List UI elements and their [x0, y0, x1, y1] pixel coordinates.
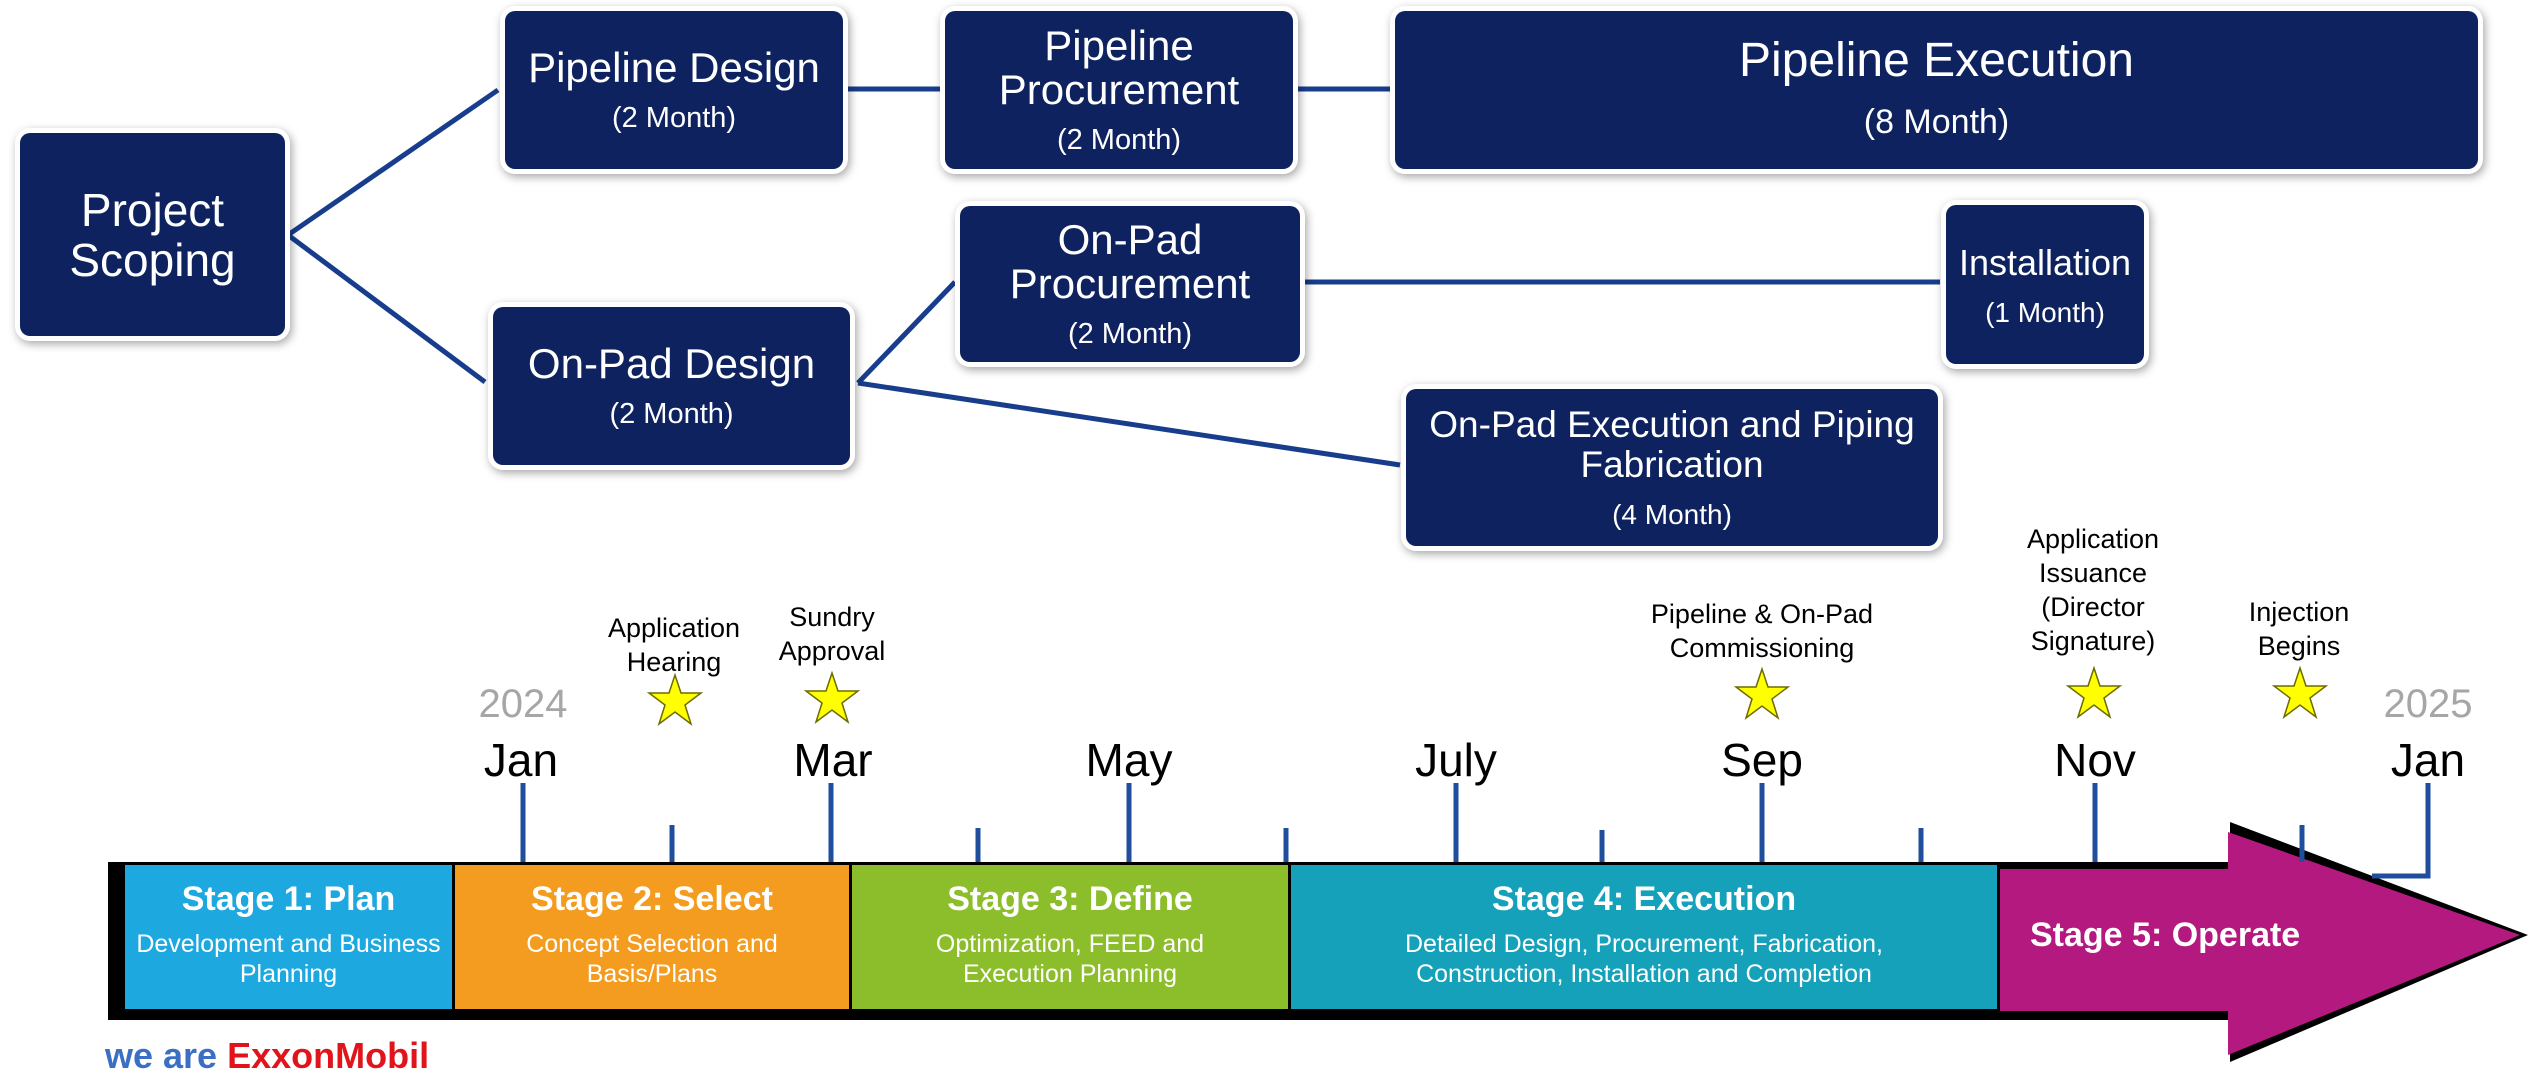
task-duration: (2 Month)	[611, 101, 737, 134]
task-onpad-design: On-Pad Design (2 Month)	[493, 307, 850, 465]
month-label: Mar	[793, 734, 873, 786]
connector-lines	[286, 86, 1940, 468]
month-label: Sep	[1721, 734, 1803, 786]
stage-description: Development and Business Planning	[136, 930, 441, 988]
task-title: Project Scoping	[69, 183, 236, 286]
milestone-star-icon	[2065, 665, 2123, 720]
stage-3-define: Stage 3: Define Optimization, FEED and E…	[852, 865, 1288, 1009]
task-installation: Installation (1 Month)	[1946, 205, 2144, 364]
stage-4-execution: Stage 4: Execution Detailed Design, Proc…	[1291, 865, 1997, 1009]
stage-5-arrowhead	[2000, 832, 2520, 1055]
milestone-label: Injection Begins	[2248, 597, 2350, 661]
year-end-label: 2025	[2383, 682, 2473, 726]
milestone-star-icon	[646, 672, 704, 727]
connector-onpad-design-execution	[857, 380, 1401, 468]
task-onpad-procurement: On-Pad Procurement (2 Month)	[960, 206, 1300, 362]
stage-description: Optimization, FEED and Execution Plannin…	[935, 930, 1205, 988]
task-title: On-Pad Procurement	[1009, 215, 1251, 307]
milestone-star-icon	[803, 670, 861, 725]
stage-5-operate: Stage 5: Operate	[2000, 865, 2330, 1009]
task-duration: (2 Month)	[1067, 317, 1193, 350]
timeline-ticks	[520, 783, 2431, 879]
task-duration: (1 Month)	[1985, 296, 2105, 328]
month-label: Jan	[483, 734, 559, 786]
stage-2-select: Stage 2: Select Concept Selection and Ba…	[455, 865, 849, 1009]
month-label: May	[1085, 734, 1173, 786]
task-duration: (8 Month)	[1863, 102, 2010, 141]
milestone-label: Application Hearing	[607, 613, 741, 677]
stage-description: Concept Selection and Basis/Plans	[526, 930, 778, 988]
stage-title: Stage 4: Execution	[1491, 880, 1797, 918]
task-title: Pipeline Procurement	[998, 21, 1240, 113]
month-label: Nov	[2054, 734, 2136, 786]
month-label: July	[1415, 734, 1497, 786]
connector-onpad-design-procurement	[856, 280, 957, 385]
task-pipeline-execution: Pipeline Execution (8 Month)	[1395, 11, 2478, 169]
brand-logo: we are ExxonMobil	[105, 1036, 429, 1076]
task-duration: (4 Month)	[1612, 498, 1732, 530]
brand-name: ExxonMobil	[227, 1035, 430, 1076]
stage-description: Detailed Design, Procurement, Fabricatio…	[1404, 930, 1883, 988]
milestone-label: Application Issuance (Director Signature…	[2026, 524, 2160, 656]
task-duration: (2 Month)	[609, 397, 734, 430]
task-title: Installation	[1958, 241, 2132, 283]
milestone-label: Sundry Approval	[778, 602, 886, 666]
task-onpad-execution: On-Pad Execution and Piping Fabrication …	[1406, 389, 1938, 546]
task-pipeline-design: Pipeline Design (2 Month)	[505, 11, 843, 169]
task-title: Pipeline Design	[528, 43, 820, 91]
task-project-scoping: Project Scoping	[20, 133, 285, 336]
month-label: Jan	[2390, 734, 2466, 786]
year-start-label: 2024	[478, 682, 568, 726]
stage-1-plan: Stage 1: Plan Development and Business P…	[125, 865, 452, 1009]
stage-title: Stage 5: Operate	[2030, 915, 2301, 954]
milestone-star-icon	[2271, 665, 2329, 720]
stage-title: Stage 2: Select	[531, 880, 773, 918]
connector-scoping-onpad-design	[286, 232, 487, 385]
task-title: Pipeline Execution	[1739, 33, 2134, 87]
brand-prefix: we are	[105, 1035, 218, 1076]
task-title: On-Pad Design	[527, 339, 816, 387]
stage-title: Stage 1: Plan	[181, 880, 396, 918]
milestone-label: Pipeline & On-Pad Commissioning	[1650, 599, 1874, 663]
connector-scoping-pipeline-design	[286, 87, 500, 238]
milestone-star-icon	[1733, 666, 1791, 721]
task-title: On-Pad Execution and Piping Fabrication	[1429, 403, 1915, 485]
stage-title: Stage 3: Define	[947, 880, 1193, 918]
task-pipeline-procurement: Pipeline Procurement (2 Month)	[945, 11, 1293, 169]
task-duration: (2 Month)	[1056, 123, 1182, 156]
